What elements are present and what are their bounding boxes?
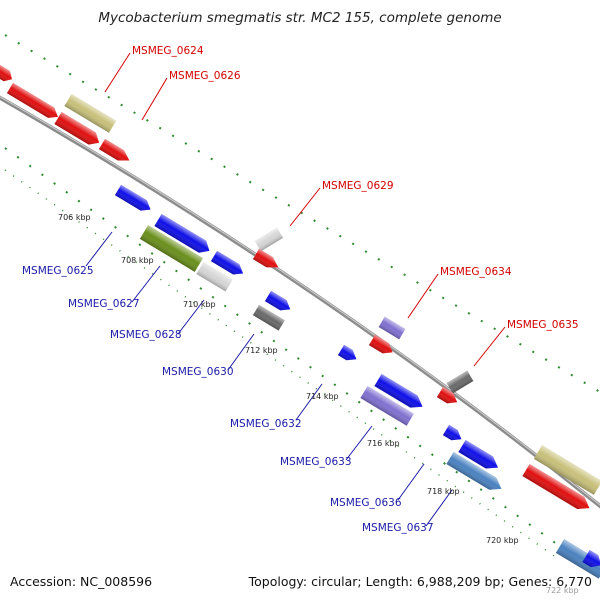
gene-label-msmeg-0628[interactable]: MSMEG_0628	[110, 329, 182, 341]
kbp-tick-labels: 706 kbp 708 kbp 710 kbp 712 kbp 714 kbp …	[58, 213, 579, 595]
leader-msmeg-0637	[425, 489, 453, 527]
gene-msmeg-0628[interactable]	[196, 261, 233, 292]
tick-label-716: 716 kbp	[367, 439, 400, 448]
gene-msmeg-0641[interactable]	[582, 549, 600, 571]
leader-msmeg-0634	[407, 273, 439, 319]
gene-label-msmeg-0634[interactable]: MSMEG_0634	[440, 266, 512, 278]
tick-label-714: 714 kbp	[306, 392, 339, 401]
gene-msmeg-0638[interactable]	[533, 445, 600, 495]
topology-summary: Topology: circular; Length: 6,988,209 bp…	[248, 574, 592, 589]
gene-label-msmeg-0632[interactable]: MSMEG_0632	[230, 418, 302, 430]
gene-label-msmeg-0635[interactable]: MSMEG_0635	[507, 319, 579, 331]
leader-msmeg-0635	[473, 326, 506, 367]
gene-msmeg-0640[interactable]	[555, 539, 600, 579]
leader-msmeg-0627	[131, 265, 161, 303]
tick-label-708: 708 kbp	[121, 256, 154, 265]
tick-label-722: 722 kbp	[546, 586, 579, 595]
inner-tick-guide-2	[4, 169, 561, 561]
gene-msmeg-0629[interactable]	[252, 248, 281, 273]
leader-msmeg-0633	[345, 425, 373, 461]
inner-tick-guide	[4, 147, 600, 576]
gene-msmeg-0633[interactable]	[360, 385, 414, 426]
outer-tick-guide	[4, 34, 600, 393]
leader-msmeg-0626	[141, 77, 168, 121]
gene-msmeg-0634-purple[interactable]	[378, 316, 406, 340]
gene-label-msmeg-0633[interactable]: MSMEG_0633	[280, 456, 352, 468]
gene-label-msmeg-0630[interactable]: MSMEG_0630	[162, 366, 234, 378]
gene-label-msmeg-0624[interactable]: MSMEG_0624	[132, 45, 204, 57]
gene-msmeg-0631[interactable]	[337, 344, 360, 365]
gene-msmeg-0635-grey[interactable]	[446, 370, 474, 394]
gene-label-msmeg-0629[interactable]: MSMEG_0629	[322, 180, 394, 192]
gene-msmeg-0624b[interactable]	[64, 93, 117, 133]
gene-msmeg-0630-blue[interactable]	[264, 290, 293, 315]
gene-label-msmeg-0626[interactable]: MSMEG_0626	[169, 70, 241, 82]
leader-msmeg-0632	[295, 383, 323, 421]
tick-label-720: 720 kbp	[486, 536, 519, 545]
gene-msmeg-0627[interactable]	[154, 213, 213, 257]
forward-gene-labels: MSMEG_0624 MSMEG_0626 MSMEG_0629 MSMEG_0…	[132, 45, 579, 331]
label-leaders	[85, 52, 506, 527]
gene-label-msmeg-0625[interactable]: MSMEG_0625	[22, 265, 94, 277]
gene-msmeg-0626[interactable]	[54, 111, 102, 149]
leader-msmeg-0630	[227, 333, 255, 371]
reverse-gene-labels: MSMEG_0625 MSMEG_0627 MSMEG_0628 MSMEG_0…	[22, 265, 434, 534]
leader-msmeg-0629	[289, 187, 321, 227]
gene-msmeg-0632[interactable]	[374, 373, 426, 413]
leader-msmeg-0636	[397, 463, 425, 501]
genome-backbone	[0, 95, 600, 509]
gene-msmeg-0626b[interactable]	[98, 138, 133, 166]
track-guides	[4, 34, 600, 576]
gene-msmeg-0637[interactable]	[446, 451, 505, 495]
gene-msmeg-0630[interactable]	[252, 304, 285, 331]
leader-msmeg-0625	[85, 231, 113, 267]
gene-msmeg-0634[interactable]	[368, 334, 396, 358]
gene-msmeg-0629-grey[interactable]	[254, 227, 284, 252]
genome-backbone-highlight	[0, 96, 600, 506]
gene-msmeg-0636[interactable]	[458, 439, 501, 474]
gene-msmeg-0639[interactable]	[522, 463, 593, 514]
gene-features	[0, 63, 600, 579]
leader-msmeg-0624	[104, 52, 131, 93]
gene-label-msmeg-0637[interactable]: MSMEG_0637	[362, 522, 434, 534]
gene-msmeg-0636-blue[interactable]	[442, 424, 465, 445]
tick-label-712: 712 kbp	[245, 346, 278, 355]
gene-msmeg-0628-blue[interactable]	[210, 250, 246, 279]
gene-msmeg-0624[interactable]	[6, 82, 61, 122]
gene-label-msmeg-0636[interactable]: MSMEG_0636	[330, 497, 402, 509]
gene-msmeg-0623[interactable]	[0, 63, 15, 85]
tick-label-706: 706 kbp	[58, 213, 91, 222]
gene-msmeg-0627b[interactable]	[139, 225, 203, 272]
gene-msmeg-0635[interactable]	[436, 386, 460, 408]
map-title: Mycobacterium smegmatis str. MC2 155, co…	[98, 10, 502, 26]
tick-label-718: 718 kbp	[427, 487, 460, 496]
accession-text: Accession: NC_008596	[10, 574, 153, 589]
tick-label-710: 710 kbp	[183, 300, 216, 309]
leader-msmeg-0628	[177, 299, 205, 335]
gene-label-msmeg-0627[interactable]: MSMEG_0627	[68, 298, 140, 310]
gene-msmeg-0625[interactable]	[114, 184, 154, 215]
